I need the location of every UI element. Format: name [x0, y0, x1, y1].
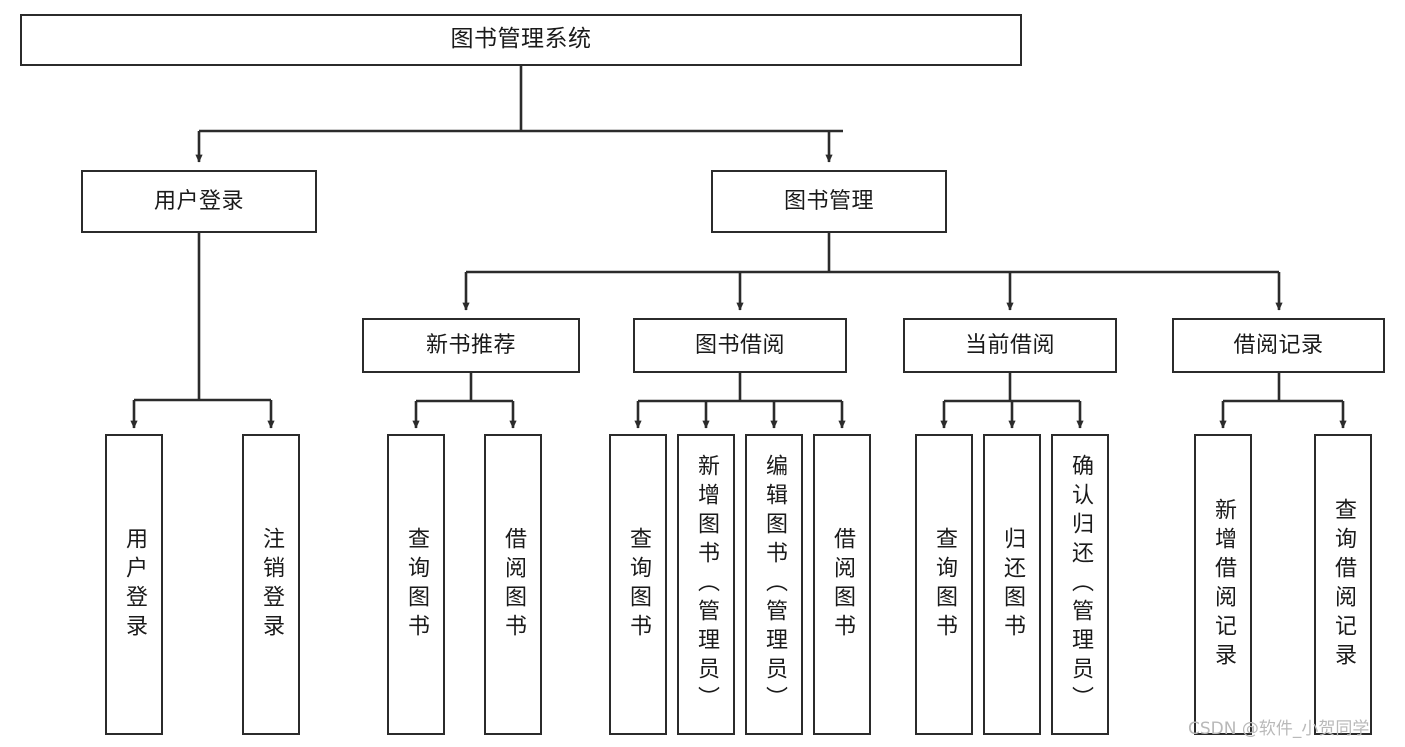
leaf-borrow-borrow-book[interactable]: 借阅图书	[813, 434, 871, 735]
leaf-current-confirm-return[interactable]: 确认归还（管理员）	[1051, 434, 1109, 735]
node-label: 新书推荐	[425, 332, 516, 358]
node-label: 归还图书	[1000, 526, 1025, 643]
node-borrow-record[interactable]: 借阅记录	[1172, 318, 1385, 373]
leaf-current-return-book[interactable]: 归还图书	[983, 434, 1041, 735]
node-label: 用户登录	[153, 188, 244, 214]
node-label: 查询图书	[932, 526, 957, 643]
node-current-borrow[interactable]: 当前借阅	[903, 318, 1117, 373]
node-label: 注销登录	[259, 526, 284, 643]
node-book-borrow[interactable]: 图书借阅	[633, 318, 847, 373]
node-label: 图书借阅	[694, 332, 785, 358]
node-label: 确认归还（管理员）	[1068, 454, 1093, 715]
leaf-record-query[interactable]: 查询借阅记录	[1314, 434, 1372, 735]
node-label: 查询借阅记录	[1331, 497, 1356, 672]
leaf-record-add[interactable]: 新增借阅记录	[1194, 434, 1252, 735]
leaf-borrow-query-book[interactable]: 查询图书	[609, 434, 667, 735]
node-label: 图书管理	[783, 188, 874, 214]
node-label: 借阅图书	[830, 526, 855, 643]
node-book-management[interactable]: 图书管理	[711, 170, 947, 233]
node-label: 编辑图书（管理员）	[762, 454, 787, 715]
leaf-user-login-login[interactable]: 用户登录	[105, 434, 163, 735]
node-root-system[interactable]: 图书管理系统	[20, 14, 1022, 66]
leaf-new-book-borrow[interactable]: 借阅图书	[484, 434, 542, 735]
leaf-current-query-book[interactable]: 查询图书	[915, 434, 973, 735]
node-label: 图书管理系统	[450, 26, 592, 53]
node-label: 借阅记录	[1233, 332, 1324, 358]
node-label: 用户登录	[122, 526, 147, 643]
node-new-book-recommend[interactable]: 新书推荐	[362, 318, 580, 373]
leaf-new-book-query[interactable]: 查询图书	[387, 434, 445, 735]
leaf-borrow-edit-book[interactable]: 编辑图书（管理员）	[745, 434, 803, 735]
node-label: 查询图书	[404, 526, 429, 643]
leaf-borrow-add-book[interactable]: 新增图书（管理员）	[677, 434, 735, 735]
node-label: 查询图书	[626, 526, 651, 643]
watermark: CSDN @软件_小贺同学	[1188, 719, 1370, 739]
node-label: 新增图书（管理员）	[694, 454, 719, 715]
node-user-login[interactable]: 用户登录	[81, 170, 317, 233]
leaf-user-login-logout[interactable]: 注销登录	[242, 434, 300, 735]
node-label: 借阅图书	[501, 526, 526, 643]
node-label: 新增借阅记录	[1211, 497, 1236, 672]
node-label: 当前借阅	[964, 332, 1055, 358]
